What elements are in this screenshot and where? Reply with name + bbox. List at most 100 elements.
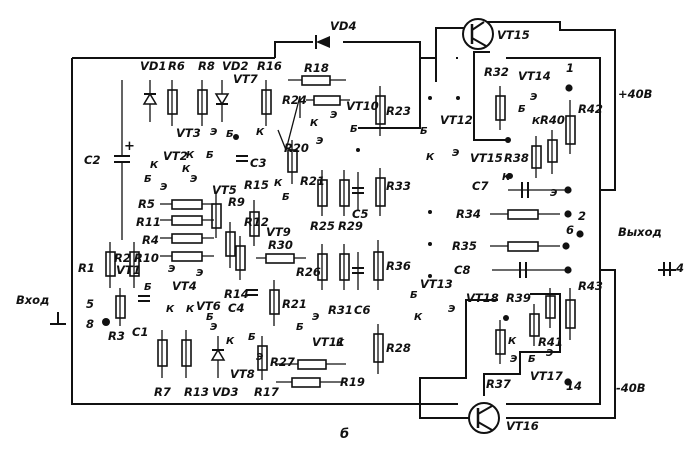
vt15-emitter-wire: [473, 51, 510, 141]
svg-text:К: К: [274, 178, 283, 189]
label-vt9: VT9: [266, 225, 291, 239]
label-r10: R10: [134, 251, 159, 265]
label-r8: R8: [198, 59, 215, 73]
svg-text:Э: Э: [550, 188, 557, 199]
label-vt3: VT3: [176, 126, 201, 140]
label-r34: R34: [456, 207, 481, 221]
label-r13: R13: [184, 385, 209, 399]
svg-text:К: К: [166, 304, 175, 315]
svg-text:Э: Э: [452, 148, 459, 159]
transistor-lead-markers: Э Б К К Б К К Б Э Э К Э Б Э К Б Б К Э Э …: [144, 92, 557, 365]
label-r41: R41: [538, 335, 563, 349]
vt15-transistor: [462, 18, 494, 50]
label-vt2: VT2: [163, 149, 188, 163]
svg-text:Э: Э: [210, 322, 217, 333]
label-r11: R11: [136, 215, 161, 229]
label-r17: R17: [254, 385, 279, 399]
label-r37: R37: [486, 377, 511, 391]
label-c3: C3: [250, 156, 266, 170]
svg-text:Б: Б: [296, 322, 304, 333]
svg-text:Б: Б: [144, 282, 152, 293]
label-r25: R25: [310, 219, 335, 233]
svg-text:Б: Б: [420, 126, 428, 137]
vt16-wire: [506, 269, 616, 419]
label-c2-plus: +: [124, 139, 135, 154]
label-r26: R26: [296, 265, 321, 279]
label-c7: C7: [472, 179, 488, 193]
pads: [102, 84, 584, 386]
svg-text:Э: Э: [510, 354, 517, 365]
vertical-resistors: [105, 80, 576, 380]
svg-text:Б: Б: [248, 332, 256, 343]
svg-text:Э: Э: [210, 127, 217, 138]
label-r15: R15: [244, 178, 269, 192]
label-vt15b: VT15: [470, 151, 503, 165]
label-r21: R21: [300, 174, 325, 188]
label-vt16: VT16: [506, 419, 539, 433]
label-r43: R43: [578, 279, 603, 293]
label-c5: C5: [352, 207, 368, 221]
label-r40: R40: [540, 113, 565, 127]
svg-text:К: К: [186, 150, 195, 161]
svg-text:Э: Э: [312, 312, 319, 323]
label-vt12: VT12: [440, 113, 473, 127]
capacitors: [114, 80, 566, 302]
label-c6: C6: [354, 303, 370, 317]
label-c2: C2: [84, 153, 100, 167]
vt16-base-wire: [483, 293, 561, 396]
label-pin-4: 4: [675, 261, 684, 275]
label-vt4: VT4: [172, 279, 197, 293]
svg-text:К: К: [336, 338, 345, 349]
label-r7: R7: [154, 385, 171, 399]
label-r23: R23: [386, 104, 411, 118]
vd4-diode: [315, 35, 330, 49]
label-vt18: VT18: [466, 291, 499, 305]
label-vd4: VD4: [330, 19, 356, 33]
label-r5: R5: [138, 197, 155, 211]
label-r27: R27: [270, 355, 295, 369]
label-r14: R14: [224, 287, 249, 301]
vt15-wire: [435, 21, 616, 191]
label-pin-8: 8: [86, 317, 94, 331]
label-vt1: VT1: [116, 263, 141, 277]
svg-text:Б: Б: [528, 354, 536, 365]
svg-text:К: К: [226, 336, 235, 347]
svg-text:Б: Б: [206, 312, 214, 323]
label-r31: R31: [328, 303, 353, 317]
svg-text:К: К: [532, 116, 541, 127]
label-r36: R36: [386, 259, 411, 273]
label-r4: R4: [142, 233, 159, 247]
svg-text:Б: Б: [226, 129, 234, 140]
svg-text:Э: Э: [168, 264, 175, 275]
label-output: Выход: [618, 225, 662, 239]
svg-text:К: К: [502, 172, 511, 183]
vt16-transistor: [468, 402, 500, 434]
ground-symbol: [50, 262, 676, 325]
label-r38: R38: [504, 151, 529, 165]
label-minus40: -40В: [616, 381, 646, 395]
svg-text:Э: Э: [448, 304, 455, 315]
vt16-collector-wire: [419, 299, 498, 419]
label-vd2: VD2: [222, 59, 248, 73]
svg-text:Э: Э: [330, 110, 337, 121]
label-r21b: R21: [282, 297, 307, 311]
svg-text:Б: Б: [410, 290, 418, 301]
label-vt10: VT10: [346, 99, 379, 113]
label-pin-14: 14: [566, 379, 582, 393]
label-vt17: VT17: [530, 369, 563, 383]
vd4-wire: [274, 41, 421, 129]
label-c4: C4: [228, 301, 244, 315]
label-vd1: VD1: [140, 59, 166, 73]
svg-text:Э: Э: [160, 182, 167, 193]
svg-text:К: К: [508, 336, 517, 347]
label-plus40: +40В: [618, 87, 653, 101]
svg-text:Э: Э: [256, 352, 263, 363]
svg-text:Б: Б: [282, 192, 290, 203]
label-r9: R9: [228, 195, 245, 209]
svg-text:К: К: [186, 304, 195, 315]
label-vt5: VT5: [212, 183, 237, 197]
label-r33: R33: [386, 179, 411, 193]
svg-text:К: К: [414, 312, 423, 323]
horizontal-resistors: [160, 75, 560, 388]
label-vt14: VT14: [518, 69, 551, 83]
